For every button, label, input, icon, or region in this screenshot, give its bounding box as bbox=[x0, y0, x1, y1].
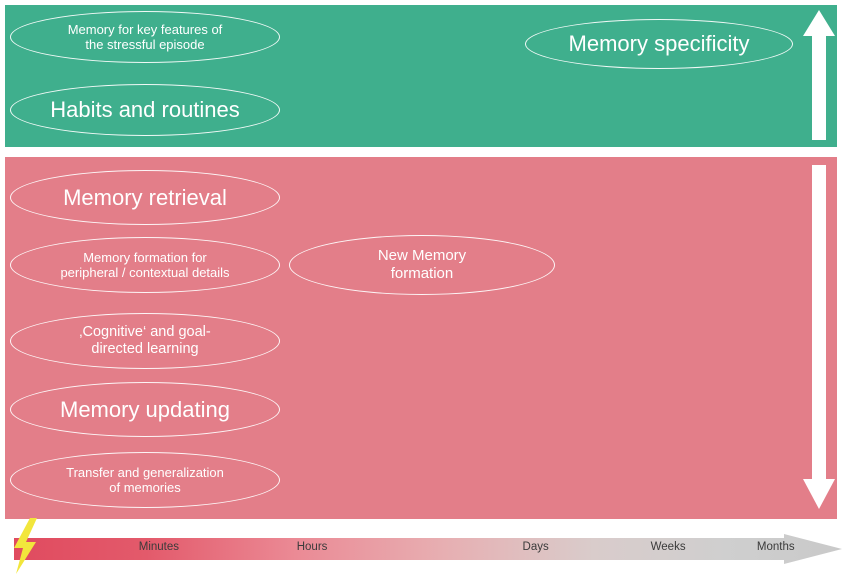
ellipse-memory-specificity-line1: Memory specificity bbox=[568, 31, 750, 57]
ellipse-habits-line1: Habits and routines bbox=[50, 97, 240, 123]
ellipse-key-features-line2: the stressful episode bbox=[85, 37, 205, 52]
arrow-down-icon bbox=[803, 165, 835, 509]
ellipse-new-memory-line2: formation bbox=[390, 265, 454, 282]
ellipse-memory-retrieval-line1: Memory retrieval bbox=[63, 184, 227, 210]
ellipse-transfer-line1: Transfer and generalization bbox=[66, 464, 224, 480]
ellipse-peripheral-details: Memory formation for peripheral / contex… bbox=[10, 237, 280, 293]
ellipse-memory-specificity: Memory specificity bbox=[525, 19, 793, 69]
ellipse-key-features: Memory for key features of the stressful… bbox=[10, 11, 280, 63]
ellipse-new-memory-line1: New Memory bbox=[377, 247, 467, 265]
ellipse-cognitive-line2: directed learning bbox=[91, 341, 199, 357]
arrow-up-icon bbox=[803, 10, 835, 140]
ellipse-habits-and-routines: Habits and routines bbox=[10, 84, 280, 136]
ellipse-key-features-line1: Memory for key features of bbox=[67, 21, 223, 37]
time-axis-arrow bbox=[14, 534, 842, 564]
ellipse-memory-updating: Memory updating bbox=[10, 382, 280, 437]
ellipse-new-memory-formation: New Memory formation bbox=[289, 235, 555, 295]
ellipse-peripheral-line1: Memory formation for bbox=[83, 249, 207, 265]
ellipse-peripheral-line2: peripheral / contextual details bbox=[60, 265, 230, 280]
ellipse-cognitive-line1: ‚Cognitive‘ and goal- bbox=[79, 323, 211, 340]
ellipse-memory-updating-line1: Memory updating bbox=[60, 396, 230, 422]
ellipse-memory-retrieval: Memory retrieval bbox=[10, 170, 280, 225]
ellipse-transfer-line2: of memories bbox=[109, 480, 181, 495]
lightning-bolt-icon bbox=[14, 518, 37, 574]
ellipse-cognitive-goal-directed: ‚Cognitive‘ and goal- directed learning bbox=[10, 313, 280, 369]
ellipse-transfer-generalization: Transfer and generalization of memories bbox=[10, 452, 280, 508]
